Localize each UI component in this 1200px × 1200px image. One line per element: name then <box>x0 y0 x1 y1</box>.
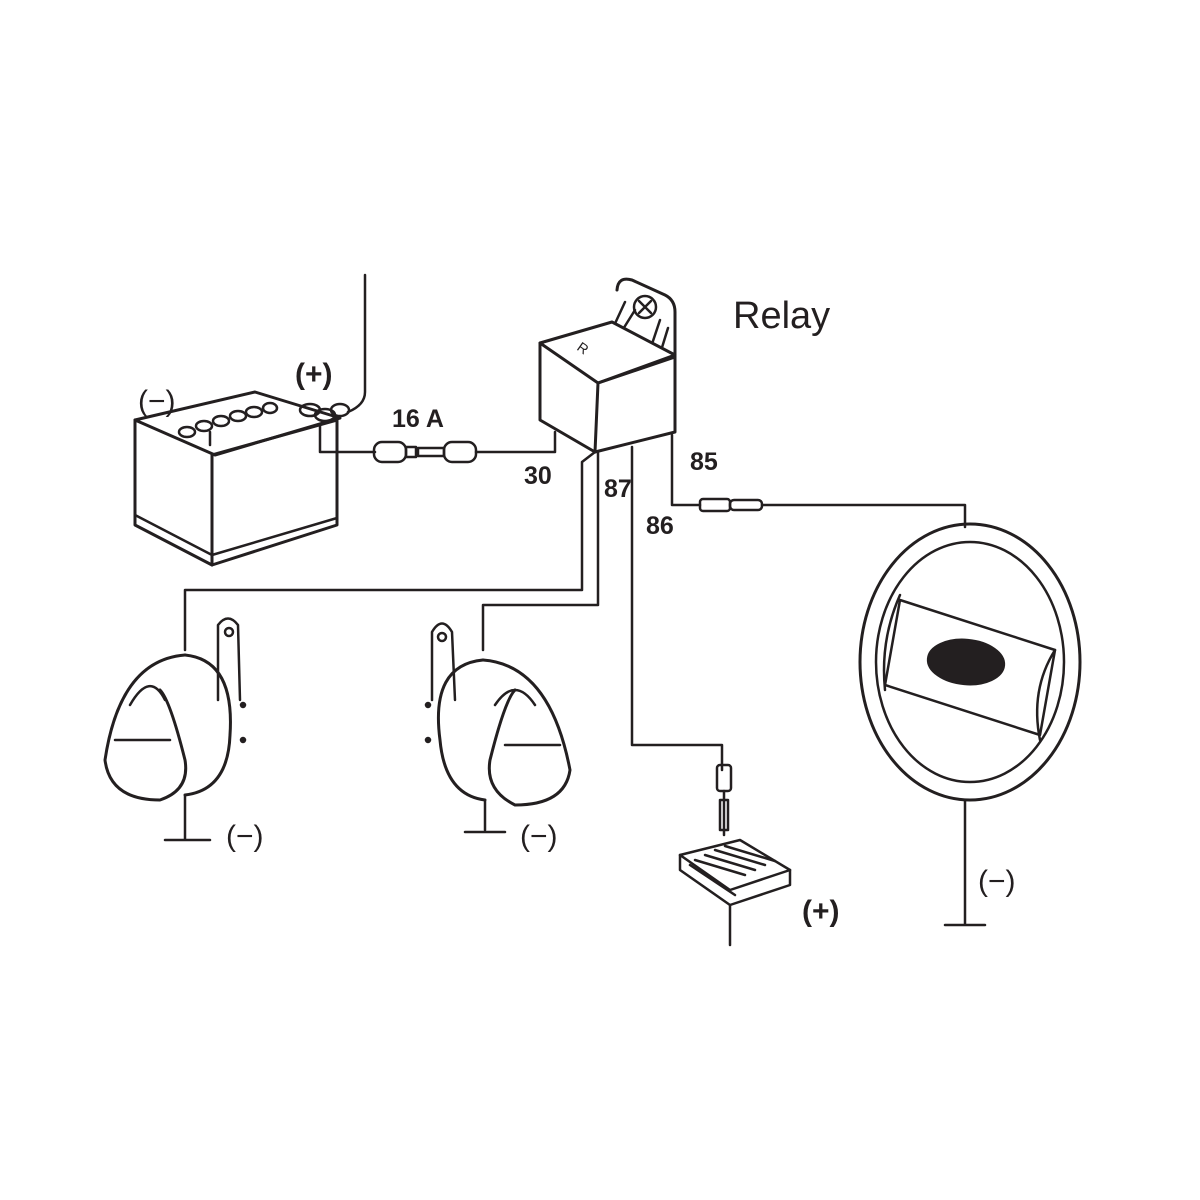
left-horn <box>103 617 247 802</box>
wire-87-to-right-horn <box>481 450 600 652</box>
wire-85-to-horn-button <box>670 433 702 507</box>
fuse-box-positive-label: (+) <box>802 895 840 928</box>
horn-button-emblem <box>926 638 1006 686</box>
battery-positive-terminal <box>298 402 351 423</box>
relay <box>538 277 677 454</box>
spade-connector <box>698 497 764 513</box>
battery-positive-label: (+) <box>295 358 333 391</box>
pin-30-label: 30 <box>524 462 552 490</box>
steering-ground-label: (−) <box>978 865 1016 898</box>
right-horn-ground-label: (−) <box>520 820 558 853</box>
fuse-box-connector <box>715 763 733 837</box>
wire-battery-to-fuse <box>318 423 377 454</box>
left-horn-ground-label: (−) <box>226 820 264 853</box>
steering-wheel <box>858 522 1082 802</box>
wire-86-to-fuse-box <box>630 445 724 772</box>
relay-title: Relay <box>733 295 831 337</box>
pin-86-label: 86 <box>646 512 674 540</box>
fuse-box <box>678 838 792 907</box>
right-horn-ground <box>463 798 507 834</box>
battery-cells <box>177 401 279 447</box>
left-horn-ground <box>163 793 212 842</box>
battery <box>133 390 351 567</box>
pin-87-label: 87 <box>604 475 632 503</box>
battery-negative-label: (−) <box>138 385 176 418</box>
steering-ground-wire <box>943 798 987 927</box>
fuse-rating-label: 16 A <box>392 405 444 433</box>
wire-fuse-to-relay-30 <box>474 430 557 454</box>
right-horn <box>424 622 572 807</box>
wire-87-to-left-horn <box>183 450 597 652</box>
battery-feed-wire <box>346 273 367 414</box>
wire-to-steering-wheel <box>760 503 967 529</box>
inline-fuse <box>372 440 478 464</box>
pin-85-label: 85 <box>690 448 718 476</box>
